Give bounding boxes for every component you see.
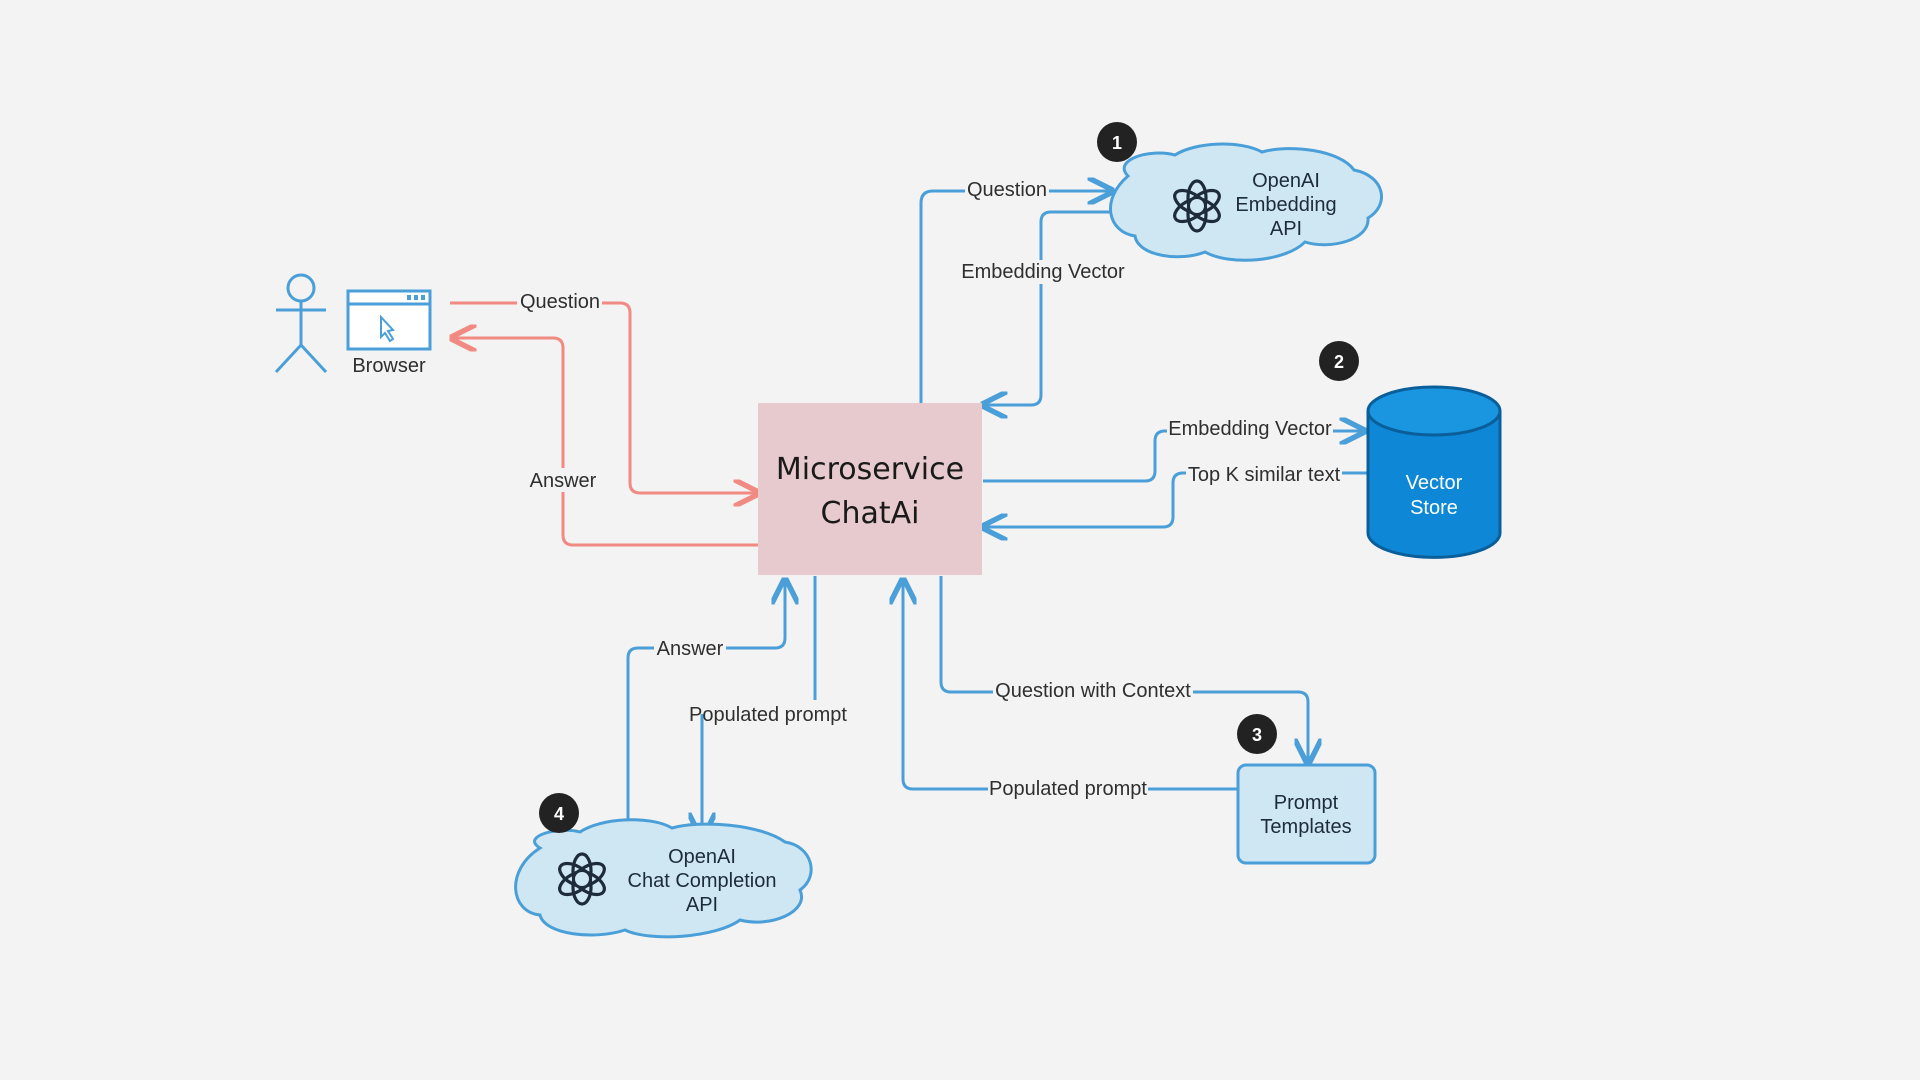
embedding-api-line1: OpenAI [1252,170,1320,192]
edge-label-chat-prompt: Populated prompt [689,704,847,726]
svg-text:3: 3 [1252,725,1262,745]
embedding-api-line3: API [1270,218,1302,240]
prompt-templates-line1: Prompt [1274,792,1339,814]
embedding-api-line2: Embedding [1235,194,1336,216]
svg-text:2: 2 [1334,352,1344,372]
edge-label-browser-question: Question [520,291,600,313]
microservice-chatai-node: Microservice ChatAi [758,403,982,575]
edge-label-store-vector: Embedding Vector [1168,418,1332,440]
browser-window-icon [346,289,432,351]
chat-api-line1: OpenAI [668,846,736,868]
step-badge-2: 2 [1319,341,1359,381]
browser-label: Browser [352,355,426,377]
step-badge-4: 4 [539,793,579,833]
edge-label-embed-question: Question [967,179,1047,201]
user-icon [274,273,328,374]
edge-label-templates-prompt: Populated prompt [989,778,1147,800]
openai-chat-completion-api-cloud: OpenAI Chat Completion API [514,818,813,939]
main-node-line1: Microservice [776,452,964,487]
vector-store-line2: Store [1410,497,1458,519]
chat-api-line2: Chat Completion [628,870,777,892]
edge-label-chat-answer: Answer [657,638,724,660]
svg-text:1: 1 [1112,133,1122,153]
edge-label-store-topk: Top K similar text [1188,464,1341,486]
edge-label-browser-answer: Answer [530,470,597,492]
vector-store-cylinder: Vector Store [1366,385,1502,559]
openai-embedding-api-cloud: OpenAI Embedding API [1109,142,1383,262]
svg-text:4: 4 [554,804,564,824]
edge-label-embed-vector: Embedding Vector [961,261,1125,283]
step-badge-1: 1 [1097,122,1137,162]
main-node-line2: ChatAi [821,496,920,531]
vector-store-line1: Vector [1406,472,1463,494]
prompt-templates-line2: Templates [1260,816,1351,838]
edge-label-templates-question: Question with Context [995,680,1191,702]
prompt-templates-box: Prompt Templates [1236,763,1377,865]
step-badge-3: 3 [1237,714,1277,754]
chat-api-line3: API [686,894,718,916]
